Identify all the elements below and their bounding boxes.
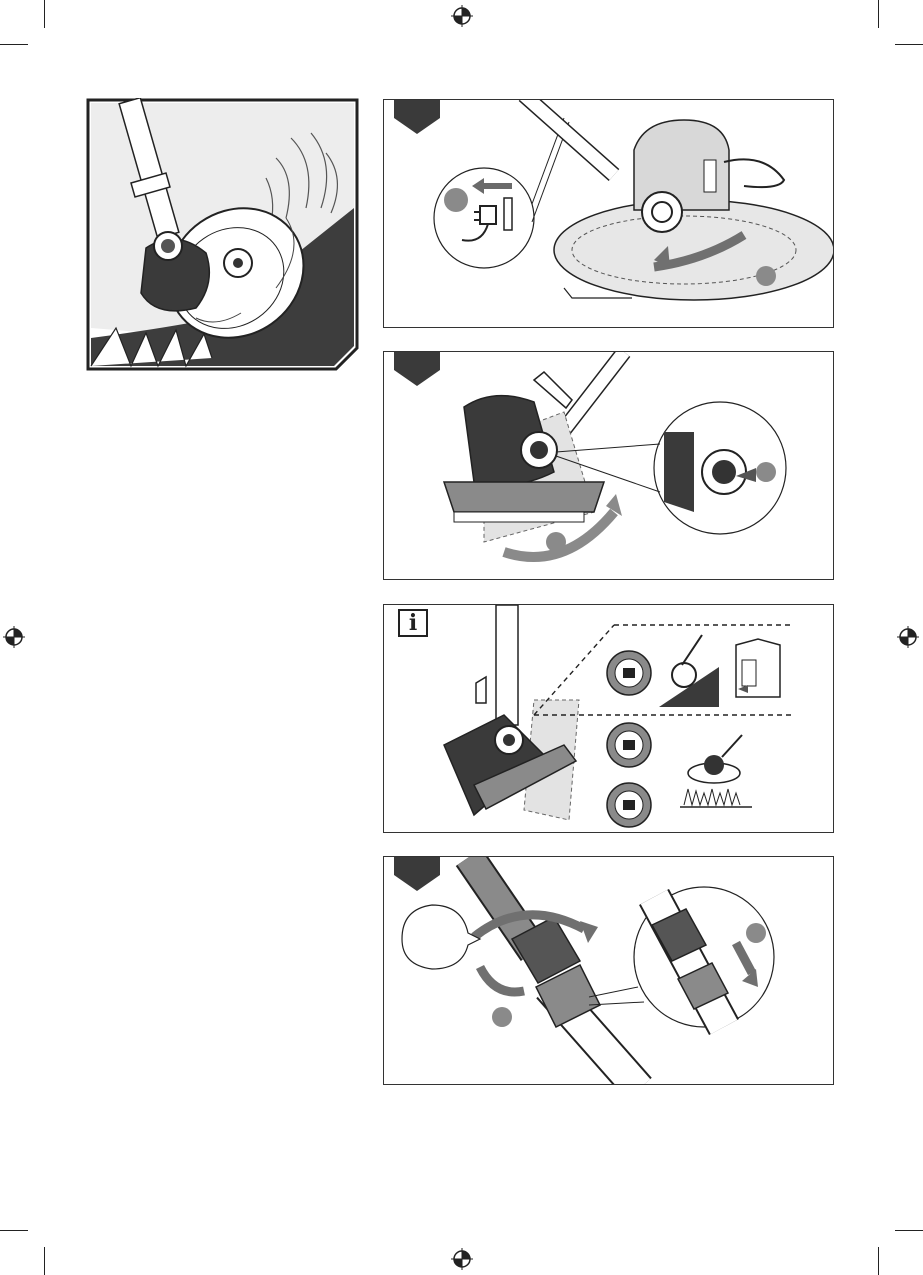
- press-button-rotate-head-illustration: [384, 352, 834, 580]
- crop-mark-bottom-right-v: [878, 1247, 879, 1275]
- registration-mark-left-icon: [3, 626, 25, 648]
- head-angle-positions-illustration: [384, 605, 834, 833]
- step-1-panel: [383, 99, 834, 328]
- registration-mark-bottom-icon: [451, 1248, 473, 1270]
- crop-mark-top-right-h: [895, 44, 923, 45]
- registration-mark-top-icon: [451, 5, 473, 27]
- shaft-collar-adjust-illustration: [384, 857, 834, 1085]
- crop-mark-top-right-v: [878, 0, 879, 28]
- unplug-and-rotate-guard-illustration: [384, 100, 834, 328]
- crop-mark-top-left-v: [44, 0, 45, 28]
- step-2-panel: [383, 351, 834, 580]
- crop-mark-bottom-left-h: [0, 1230, 28, 1231]
- crop-mark-bottom-right-h: [895, 1230, 923, 1231]
- crop-mark-bottom-left-v: [44, 1247, 45, 1275]
- crop-mark-top-left-h: [0, 44, 28, 45]
- trimmer-edging-illustration: [86, 98, 360, 372]
- info-panel: i: [383, 604, 834, 833]
- step-3-panel: [383, 856, 834, 1085]
- registration-mark-right-icon: [897, 626, 919, 648]
